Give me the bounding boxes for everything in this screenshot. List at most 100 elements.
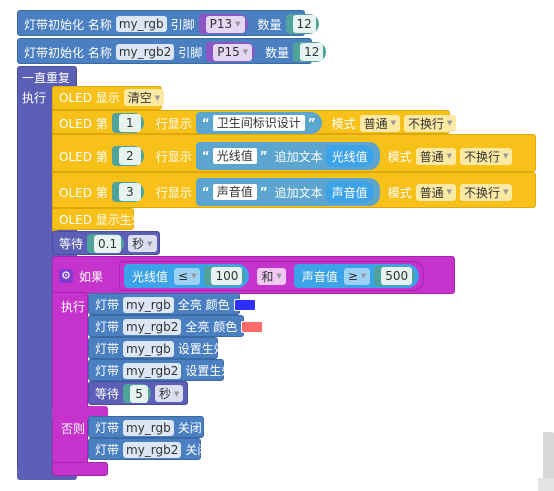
- count-input[interactable]: 12: [292, 15, 316, 33]
- strip-label: 灯带: [95, 342, 120, 356]
- strip-name-input[interactable]: my_rgb: [123, 340, 174, 357]
- wait-shadow: 0.1: [87, 234, 125, 253]
- oled-apply-block[interactable]: [52, 208, 134, 230]
- else-stmt-2-row: 灯带 my_rgb2 关闭: [95, 441, 209, 458]
- mode-label: 模式: [387, 149, 412, 164]
- count-label: 数量: [265, 45, 290, 60]
- oled-show-label: OLED 显示: [59, 91, 120, 105]
- strip-label: 灯带: [95, 443, 120, 457]
- wait-row: 等待 0.1 秒: [59, 234, 157, 253]
- lhs-op-dropdown[interactable]: ≤: [174, 267, 201, 285]
- wait-value-input[interactable]: 0.1: [94, 234, 122, 253]
- strip-name-input[interactable]: my_rgb2: [123, 441, 182, 458]
- strip-name-input[interactable]: my_rgb2: [123, 318, 182, 335]
- row-number-input[interactable]: 2: [118, 147, 141, 165]
- strip-name-input[interactable]: my_rgb: [123, 296, 174, 313]
- oled-row-mid: 行显示: [155, 185, 192, 200]
- gear-icon[interactable]: ⚙: [59, 269, 73, 283]
- quote-mark: ”: [259, 149, 268, 163]
- wrap-dropdown[interactable]: 不换行: [460, 147, 513, 165]
- compare-sound[interactable]: 声音值 ≥ 500: [293, 264, 420, 288]
- var-light[interactable]: 光线值: [132, 269, 169, 284]
- init-label: 灯带初始化 名称: [24, 17, 112, 32]
- then-label: 执行: [61, 300, 86, 314]
- loop-do-label: 执行: [22, 91, 47, 105]
- strip-name-input[interactable]: my_rgb2: [115, 44, 175, 60]
- lhs-value-input[interactable]: 100: [211, 267, 243, 285]
- pin-dropdown[interactable]: P15: [213, 43, 253, 61]
- strip-label: 灯带: [95, 364, 120, 378]
- mode-dropdown[interactable]: 普通: [415, 147, 457, 165]
- and-dropdown[interactable]: 和: [257, 267, 286, 285]
- strip-action: 全亮 颜色: [177, 298, 230, 312]
- row-number-input[interactable]: 3: [118, 183, 141, 201]
- strip-action: 关闭: [185, 443, 210, 457]
- color-swatch-red[interactable]: [241, 320, 264, 333]
- strip-action: 全亮 颜色: [185, 320, 238, 334]
- wait-label: 等待: [95, 387, 120, 401]
- text-value[interactable]: 卫生间标识设计: [212, 115, 305, 131]
- init-label: 灯带初始化 名称: [24, 45, 112, 60]
- else-label: 否则: [61, 422, 86, 436]
- wait-unit-dropdown[interactable]: 秒: [155, 385, 184, 402]
- strip-action: 设置生效: [185, 364, 234, 378]
- strip-action: 关闭: [177, 421, 202, 435]
- pin-shadow: P13: [198, 14, 248, 34]
- and-block[interactable]: 光线值 ≤ 100 和 声音值 ≥ 500: [119, 261, 425, 291]
- wait-label: 等待: [59, 237, 84, 251]
- rhs-op-dropdown[interactable]: ≥: [343, 267, 371, 285]
- mode-dropdown[interactable]: 普通: [359, 114, 401, 132]
- rhs-num-shadow: 500: [374, 266, 416, 286]
- strip-name-input[interactable]: my_rgb: [115, 16, 167, 32]
- compare-light[interactable]: 光线值 ≤ 100: [124, 264, 250, 288]
- append-block[interactable]: “光线值” 追加文本 光线值: [195, 142, 380, 170]
- mode-label: 模式: [387, 185, 412, 200]
- wrap-dropdown[interactable]: 不换行: [460, 183, 513, 201]
- text-block[interactable]: “卫生间标识设计”: [195, 112, 322, 134]
- scrollbar-track-edge: [538, 478, 554, 491]
- strip-label: 灯带: [95, 298, 120, 312]
- row-number-input[interactable]: 1: [118, 114, 141, 132]
- row-num-shadow: 3: [111, 182, 144, 202]
- oled-row-mid: 行显示: [155, 149, 192, 164]
- append-block[interactable]: “声音值” 追加文本 声音值: [195, 178, 380, 206]
- var-sound[interactable]: 声音值: [301, 269, 338, 284]
- variable-light[interactable]: 光线值: [325, 145, 374, 167]
- wait-unit-dropdown[interactable]: 秒: [128, 235, 157, 252]
- count-label: 数量: [257, 17, 282, 32]
- wait-value-input[interactable]: 5: [130, 384, 149, 403]
- oled-apply-label: OLED 显示生效: [59, 213, 144, 227]
- if-row: ⚙ 如果 光线值 ≤ 100 和 声音值 ≥ 500: [59, 261, 425, 291]
- count-shadow: 12: [293, 42, 327, 62]
- wait-shadow: 5: [123, 384, 152, 403]
- oled-row-prefix: OLED 第: [59, 149, 108, 164]
- scrollbar-thumb[interactable]: [543, 432, 554, 490]
- strip-name-input[interactable]: my_rgb2: [123, 362, 182, 379]
- strip-label: 灯带: [95, 421, 120, 435]
- strip-init-row-2: 灯带初始化 名称 my_rgb2 引脚 P15 数量 12: [24, 42, 327, 62]
- quote-mark: ”: [259, 185, 268, 199]
- mode-label: 模式: [331, 116, 356, 131]
- text-value[interactable]: 光线值: [212, 148, 257, 164]
- wrap-dropdown[interactable]: 不换行: [404, 114, 457, 132]
- oled-clear-dropdown[interactable]: 清空: [123, 89, 165, 106]
- strip-label: 灯带: [95, 320, 120, 334]
- if-body-bar: [52, 292, 88, 476]
- strip-name-input[interactable]: my_rgb: [123, 419, 174, 436]
- pin-label: 引脚: [178, 45, 203, 60]
- strip-init-row-1: 灯带初始化 名称 my_rgb 引脚 P13 数量 12: [24, 14, 319, 34]
- quote-mark: ”: [307, 116, 316, 130]
- loop-title: 一直重复: [22, 71, 71, 85]
- oled-row-1: OLED 第 1 行显示 “卫生间标识设计” 模式 普通 不换行: [59, 112, 457, 134]
- pin-dropdown[interactable]: P13: [205, 15, 245, 33]
- rhs-value-input[interactable]: 500: [381, 267, 413, 285]
- pin-label: 引脚: [170, 17, 195, 32]
- if-end: [52, 462, 108, 476]
- text-value[interactable]: 声音值: [212, 184, 257, 200]
- mode-dropdown[interactable]: 普通: [415, 183, 457, 201]
- oled-row-prefix: OLED 第: [59, 116, 108, 131]
- oled-row-2: OLED 第 2 行显示 “光线值” 追加文本 光线值 模式 普通 不换行: [59, 142, 513, 170]
- variable-sound[interactable]: 声音值: [325, 181, 374, 203]
- color-swatch-blue[interactable]: [233, 298, 256, 311]
- count-input[interactable]: 12: [300, 43, 324, 61]
